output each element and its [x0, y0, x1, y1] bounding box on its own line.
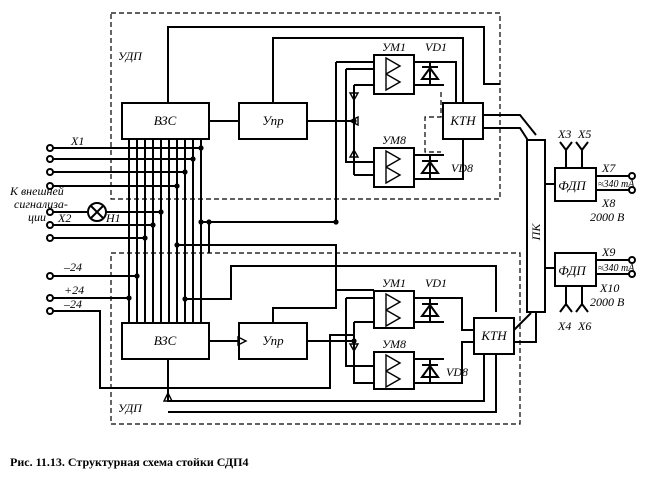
- udp-top-boundary: [110, 12, 501, 200]
- x4-label: X4: [557, 319, 571, 333]
- wire: [185, 265, 497, 312]
- voltage-top-label: 2000 В: [590, 210, 625, 224]
- x5-label: X5: [577, 127, 591, 141]
- pk-block: [526, 139, 546, 313]
- vd1-top-label: VD1: [425, 40, 447, 54]
- wire: [345, 297, 374, 367]
- x1-inputs: [46, 144, 201, 190]
- vd8-bottom-diode-icon: [414, 358, 444, 384]
- vd1-bottom-diode-icon: [414, 297, 444, 323]
- h1-lamp-icon: [87, 202, 107, 222]
- diode-chain-top-dashed: [424, 92, 442, 153]
- um8-top-label: УМ8: [382, 133, 406, 147]
- fdp-top-label: ФДП: [558, 178, 587, 193]
- um8-top-block: [373, 147, 415, 188]
- udp-bottom-label: УДП: [118, 401, 143, 415]
- vzs-top-block: [121, 102, 210, 140]
- upr-top-label: Упр: [262, 113, 284, 128]
- vd8-top-label: VD8: [451, 161, 473, 175]
- h1-label: H1: [105, 211, 121, 225]
- wire: [444, 139, 464, 180]
- wire: [272, 289, 374, 323]
- arrow: [237, 335, 360, 353]
- wire: [345, 68, 374, 163]
- vzs-top-label: ВЗС: [154, 113, 177, 128]
- wire: [353, 321, 374, 384]
- ktn-bottom-label: КТН: [480, 328, 507, 343]
- x9-label: X9: [601, 245, 615, 259]
- x1-label: X1: [70, 134, 84, 148]
- um1-bottom-amp-icon: [385, 292, 402, 328]
- minus24-top-label: –24: [63, 260, 82, 274]
- wire: [272, 37, 464, 103]
- fdp-top-block: [554, 167, 597, 202]
- antenna-x4-x6-icon: [559, 286, 589, 313]
- um8-bottom-label: УМ8: [382, 337, 406, 351]
- um8-bottom-block: [373, 351, 415, 390]
- wire: [545, 183, 555, 269]
- vd1-top-diode-icon: [414, 61, 444, 86]
- pk-label: ПК: [529, 223, 543, 242]
- fdp-bottom-block: [554, 252, 597, 287]
- vzs-bottom-block: [121, 322, 210, 360]
- um1-bottom-label: УМ1: [382, 276, 406, 290]
- um1-top-block: [373, 54, 415, 95]
- wire: [596, 175, 630, 275]
- x2-label: X2: [57, 211, 71, 225]
- udp-bottom-boundary: [110, 252, 521, 425]
- external-signal-line3: ции: [28, 210, 46, 224]
- ktn-top-block: [442, 102, 484, 140]
- plus24-label: +24: [64, 283, 84, 297]
- um8-top-amp-icon: [385, 149, 402, 185]
- um1-top-amp-icon: [385, 56, 402, 92]
- wire: [335, 61, 374, 222]
- x8-label: X8: [601, 196, 615, 210]
- vzs-bottom-label: ВЗС: [154, 333, 177, 348]
- udp-top-label: УДП: [118, 49, 143, 63]
- upr-bottom-block: [238, 322, 308, 360]
- x6-label: X6: [577, 319, 591, 333]
- current-top-label: ≈340 mA: [598, 179, 635, 190]
- upr-bottom-label: Упр: [262, 333, 284, 348]
- fdp-bottom-label: ФДП: [558, 263, 587, 278]
- wire: [513, 312, 537, 343]
- external-signal-line1: К внешней: [9, 184, 64, 198]
- vd1-bottom-label: VD1: [425, 276, 447, 290]
- vd8-bottom-label: VD8: [446, 365, 468, 379]
- voltage-bottom-label: 2000 В: [590, 295, 625, 309]
- arrow: [162, 391, 174, 402]
- current-bottom-label: ≈340 mA: [598, 263, 635, 274]
- wire: [167, 26, 485, 103]
- wire: [177, 222, 337, 290]
- wire: [167, 354, 497, 413]
- ktn-bottom-block: [473, 317, 515, 355]
- um1-top-label: УМ1: [382, 40, 406, 54]
- signal-bus: [128, 139, 202, 323]
- antenna-x3-x5-icon: [559, 141, 589, 168]
- x2-h1-inputs: [46, 208, 161, 242]
- output-terminals: [628, 172, 636, 278]
- x7-label: X7: [601, 161, 616, 175]
- wire: [444, 297, 474, 384]
- vd8-top-diode-icon: [414, 154, 444, 180]
- junction-dots: [126, 118, 357, 344]
- ktn-top-label: КТН: [449, 113, 476, 128]
- power-inputs: [46, 272, 354, 389]
- um8-bottom-amp-icon: [385, 353, 402, 389]
- external-signal-line2: сигнализа-: [14, 197, 68, 211]
- um1-bottom-block: [373, 290, 415, 329]
- minus24-bottom-label: –24: [63, 297, 82, 311]
- wire: [444, 61, 457, 103]
- figure-caption: Рис. 11.13. Структурная схема стойки СДП…: [10, 455, 248, 469]
- arrow: [348, 92, 360, 158]
- x3-label: X3: [557, 127, 571, 141]
- x10-label: X10: [599, 281, 619, 295]
